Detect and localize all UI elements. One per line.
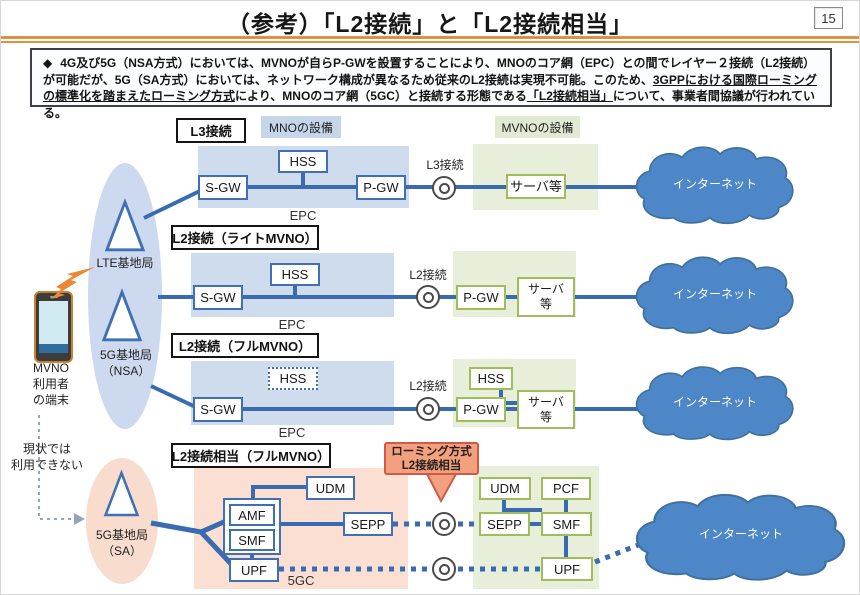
row4-type-label: L2接続相当（フルMVNO） <box>171 443 331 468</box>
node-pgw-row2: P-GW <box>456 285 506 310</box>
signal-lightning-icon <box>51 267 95 299</box>
node-mvno-upf-row4: UPF <box>541 557 593 581</box>
conn-label-row2: L2接続 <box>409 268 447 282</box>
connector-circle-icon <box>416 285 440 309</box>
node-mvno-pcf-row4: PCF <box>541 477 591 500</box>
title-divider-bottom <box>1 41 859 43</box>
node-udm-row4: UDM <box>306 476 355 500</box>
zone-label-5gc-row4: 5GC <box>287 573 315 588</box>
cloud-label: インターネット <box>672 286 757 301</box>
title-divider-top <box>1 36 859 39</box>
zone-label-epc-row1: EPC <box>289 208 317 223</box>
internet-cloud-row4: インターネット <box>627 489 855 585</box>
notice-text-1: 4G及び5G（NSA方式）においては、MVNOが自らP-GWを設置することにより… <box>43 56 816 87</box>
node-sgw-row2: S-GW <box>193 285 243 310</box>
smartphone-icon <box>34 291 73 363</box>
roaming-callout: ローミング方式 L2接続相当 <box>384 442 479 475</box>
node-pgw-row1: P-GW <box>356 175 406 200</box>
callout-pointer-icon <box>425 473 458 503</box>
conn-label-row3: L2接続 <box>409 379 447 393</box>
node-sgw-row3: S-GW <box>193 397 243 422</box>
connector-circle-icon <box>432 512 456 536</box>
node-sepp-row4: SEPP <box>343 512 393 536</box>
node-amf-row4: AMF <box>229 504 275 526</box>
node-server-row3: サーバ 等 <box>517 390 575 429</box>
notice-text-5: について、事業者間協議が行われている。 <box>43 89 815 120</box>
internet-cloud-row3: インターネット <box>629 362 801 444</box>
conn-label-row1: L3接続 <box>426 158 464 172</box>
internet-cloud-row1: インターネット <box>629 142 801 228</box>
connector-circle-icon <box>432 557 456 581</box>
zone-label-epc-row2: EPC <box>278 317 306 332</box>
page-title: （参考）「L2接続」と「L2接続相当」 <box>226 11 634 37</box>
lte-bs-label: LTE基地局 <box>96 256 154 270</box>
connector-circle-icon <box>432 176 456 200</box>
antenna-icon-lte <box>104 198 146 252</box>
phone-screen-strip <box>39 344 68 353</box>
unavailable-note: 現状では 利用できない <box>10 442 83 472</box>
node-smf-row4: SMF <box>229 529 275 551</box>
node-mvno-hss-row3: HSS <box>469 367 513 390</box>
node-mvno-smf-row4: SMF <box>541 512 592 536</box>
notice-box: ◆4G及び5G（NSA方式）においては、MVNOが自らP-GWを設置することによ… <box>30 48 832 120</box>
zone-label-epc-row3: EPC <box>278 425 306 440</box>
node-mvno-udm-row4: UDM <box>479 477 531 500</box>
cloud-label: インターネット <box>698 527 783 542</box>
node-hss-row2: HSS <box>270 263 320 286</box>
row1-type-label: L3接続 <box>176 118 246 143</box>
internet-cloud-row2: インターネット <box>629 252 801 338</box>
notice-text-4-emphasis: 「L2接続相当」 <box>526 89 613 103</box>
node-pgw-row3: P-GW <box>456 397 506 422</box>
node-upf-row4: UPF <box>229 558 279 582</box>
node-mvno-sepp-row4: SEPP <box>479 512 530 536</box>
row3-type-label: L2接続（フルMVNO） <box>171 333 319 358</box>
node-hss-row1: HSS <box>278 150 328 173</box>
cloud-label: インターネット <box>672 176 757 191</box>
antenna-icon-5g-nsa <box>101 288 143 342</box>
row2-type-label: L2接続（ライトMVNO） <box>171 225 319 250</box>
cloud-label: インターネット <box>672 395 757 410</box>
page-number: 15 <box>814 7 843 29</box>
device-label: MVNO 利用者 の端末 <box>32 361 69 408</box>
bullet-diamond-icon: ◆ <box>43 56 53 70</box>
legend-mno-equipment: MNOの設備 <box>261 116 341 138</box>
antenna-icon-5g-sa <box>103 469 140 517</box>
node-server-row2: サーバ 等 <box>517 277 575 317</box>
sa-bs-label: 5G基地局 （SA） <box>95 528 148 558</box>
nsa-bs-label: 5G基地局 （NSA） <box>99 348 152 378</box>
node-server-row1: サーバ等 <box>506 174 566 199</box>
connector-circle-icon <box>416 397 440 421</box>
legend-mvno-equipment: MVNOの設備 <box>495 116 580 138</box>
node-sgw-row1: S-GW <box>198 175 248 200</box>
notice-text-3: により、MNOのコア網（5GC）と接続する形態である <box>235 89 527 103</box>
notice-text-2-emphasis: 3GPPにおける国際ローミングの標準化を踏まえたローミング方式 <box>43 72 817 104</box>
node-hss-dashed-row3: HSS <box>268 367 318 390</box>
